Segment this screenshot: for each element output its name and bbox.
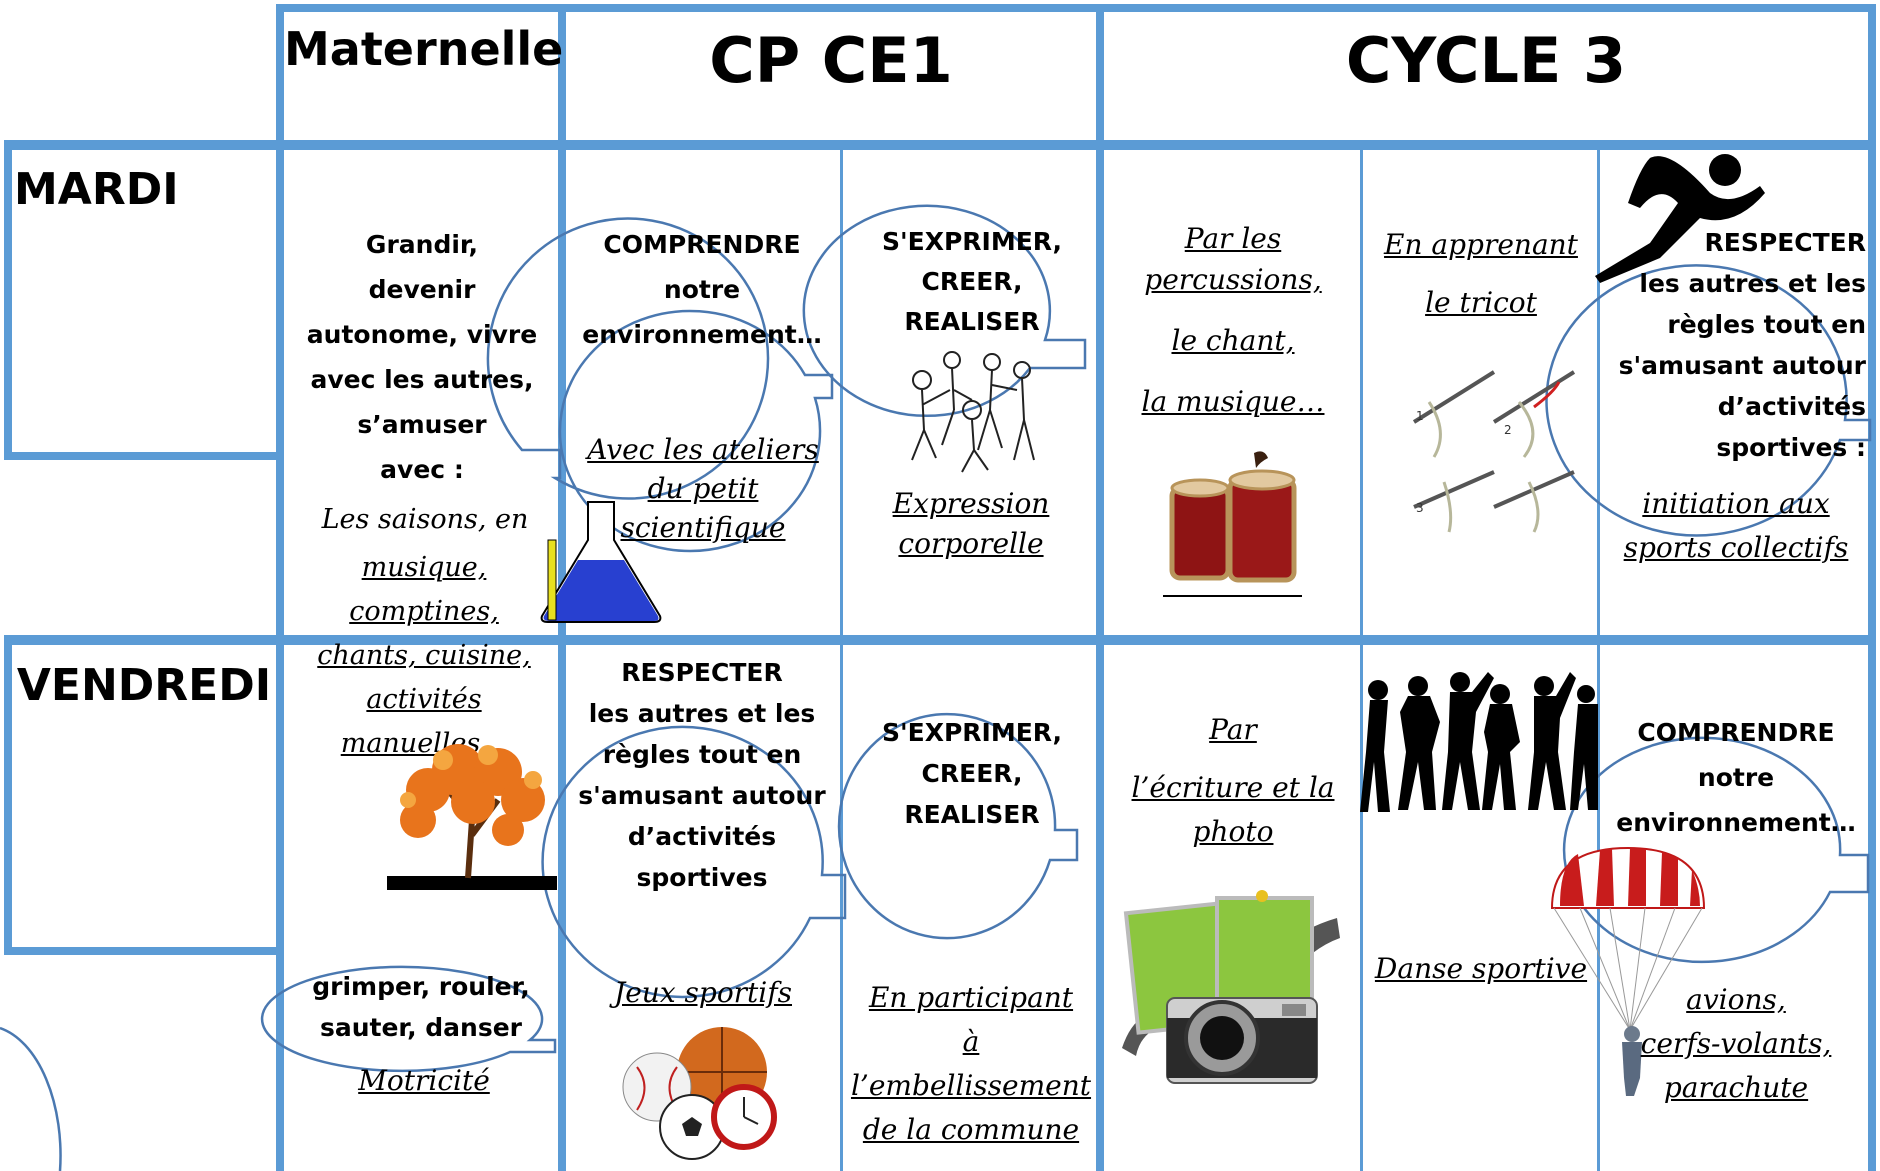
caption-line: corporelle <box>898 527 1044 560</box>
text-line: Par <box>1209 713 1257 746</box>
c3-mardi-sports-caption: initiation aux sports collectifs <box>1604 482 1868 570</box>
bubble-line: s'amusant autour <box>1618 351 1866 380</box>
c3-mardi-tricot-text: En apprenant le tricot <box>1366 216 1596 332</box>
bubble-line: s’amuser <box>357 410 487 439</box>
c3-mardi-percussions-text: Par les percussions, le chant, la musiqu… <box>1110 218 1356 422</box>
bubble-line: REALISER <box>904 307 1040 336</box>
activity-line: activités <box>366 684 482 715</box>
dancers-silhouettes-icon <box>1360 672 1598 812</box>
cp-vendredi-sexprimer-bubble: S'EXPRIMER, CREER, REALISER <box>862 712 1082 835</box>
activity-line: comptines, <box>349 596 499 627</box>
caption-line: de la commune <box>862 1113 1080 1146</box>
caption-line: En participant <box>868 981 1074 1014</box>
maternelle-motricite-caption: Motricité <box>358 1064 490 1097</box>
bubble-line: notre <box>1697 763 1775 792</box>
bubble-line: notre <box>663 275 741 304</box>
bongo-drums-icon <box>1169 451 1297 583</box>
caption-line: avions, <box>1686 983 1786 1016</box>
svg-text:3: 3 <box>1416 501 1424 515</box>
text-line: photo <box>1192 815 1274 848</box>
c3-mardi-respecter-bubble: RESPECTER les autres et les règles tout … <box>1604 222 1866 468</box>
caption-line: initiation aux <box>1642 487 1830 520</box>
bubble-line: d’activités <box>627 822 777 851</box>
caption-line: sports collectifs <box>1623 531 1849 564</box>
bubble-line: règles tout en <box>1667 310 1866 339</box>
bubble-line: COMPRENDRE <box>1637 718 1835 747</box>
header-maternelle: Maternelle <box>284 22 564 76</box>
caption-line: Avec les ateliers <box>587 433 819 466</box>
bubble-line: d’activités <box>1717 392 1866 421</box>
row-label-mardi: MARDI <box>14 164 179 215</box>
bubble-line: sportives <box>636 863 768 892</box>
knitting-steps-icon: 1 2 3 <box>1412 370 1576 533</box>
cp-vendredi-embellissement-caption: En participant à l’embellissement de la … <box>846 976 1096 1152</box>
bubble-line: sauter, danser <box>319 1013 523 1042</box>
laboratory-flask-icon <box>540 501 662 623</box>
text-line: le tricot <box>1425 286 1537 319</box>
text-line: En apprenant <box>1384 228 1578 261</box>
text-line: le chant, <box>1171 324 1295 357</box>
bubble-title: RESPECTER <box>1704 228 1866 257</box>
caption-line: scientifique <box>620 511 786 544</box>
header-cp-ce1: CP CE1 <box>709 24 953 97</box>
activity-line: musique, <box>361 552 487 583</box>
cp-vendredi-respecter-bubble: RESPECTER les autres et les règles tout … <box>566 652 838 898</box>
bubble-line: les autres et les <box>588 699 816 728</box>
svg-text:2: 2 <box>1504 423 1512 437</box>
bubble-line: CREER, <box>921 759 1023 788</box>
cp-mardi-comprendre-bubble: COMPRENDRE notre environnement… <box>574 222 830 357</box>
text-line: l’écriture et la <box>1131 771 1335 804</box>
c3-vendredi-danse-caption: Danse sportive <box>1374 952 1588 985</box>
dancing-children-icon <box>911 351 1035 473</box>
maternelle-activities: musique, comptines, chants, cuisine, act… <box>294 546 554 766</box>
parachute-icon <box>1550 846 1706 1096</box>
caption-line: parachute <box>1663 1071 1809 1104</box>
text-line: Par les <box>1184 222 1282 255</box>
bubble-line: environnement… <box>1616 808 1856 837</box>
bubble-line: S'EXPRIMER, <box>881 227 1063 256</box>
bubble-line: devenir <box>368 275 476 304</box>
maternelle-bubble-motricite: grimper, rouler, sauter, danser <box>286 966 556 1048</box>
bubble-line: avec : <box>380 455 464 484</box>
bubble-line: REALISER <box>904 800 1040 829</box>
camera-photos-icon <box>1122 890 1340 1084</box>
c3-vendredi-avions-caption: avions, cerfs-volants, parachute <box>1604 978 1868 1110</box>
header-cycle-3: CYCLE 3 <box>1345 24 1627 97</box>
caption-line: du petit <box>647 472 759 505</box>
autumn-tree-icon <box>400 744 545 879</box>
maternelle-bubble-grandir: Grandir, devenir autonome, vivre avec le… <box>292 222 552 492</box>
text-line: la musique… <box>1141 385 1325 418</box>
bubble-line: COMPRENDRE <box>603 230 801 259</box>
bubble-line: autonome, vivre <box>306 320 538 349</box>
bubble-line: S'EXPRIMER, <box>881 718 1063 747</box>
bubble-line: environnement… <box>582 320 822 349</box>
bubble-line: sportives : <box>1716 433 1866 462</box>
bubble-line: avec les autres, <box>310 365 534 394</box>
activity-line: chants, cuisine, <box>317 640 531 671</box>
bubble-line: les autres et les <box>1639 269 1866 298</box>
bubble-title: RESPECTER <box>621 658 783 687</box>
caption-line: l’embellissement <box>850 1069 1092 1102</box>
c3-vendredi-comprendre-bubble: COMPRENDRE notre environnement… <box>1604 710 1868 845</box>
text-line: percussions, <box>1144 263 1322 296</box>
c3-vendredi-photo-text: Par l’écriture et la photo <box>1110 708 1356 854</box>
runner-icon <box>1595 154 1765 283</box>
cp-mardi-expression-caption: Expression corporelle <box>846 484 1096 564</box>
caption-line: Expression <box>892 487 1050 520</box>
bubble-line: Grandir, <box>365 230 479 259</box>
caption-line: à <box>962 1025 980 1058</box>
bubble-line: grimper, rouler, <box>312 972 530 1001</box>
cp-vendredi-jeux-caption: Jeux sportifs <box>614 976 792 1009</box>
cp-mardi-ateliers-caption: Avec les ateliers du petit scientifique <box>570 430 836 547</box>
bubble-line: CREER, <box>921 267 1023 296</box>
bubble-line: règles tout en <box>602 740 802 769</box>
caption-line: cerfs-volants, <box>1640 1027 1832 1060</box>
svg-text:1: 1 <box>1416 409 1424 423</box>
maternelle-saisons-intro: Les saisons, en <box>321 504 529 535</box>
row-label-vendredi: VENDREDI <box>16 660 272 711</box>
sports-balls-icon <box>622 1027 777 1160</box>
bubble-line: s'amusant autour <box>578 781 826 810</box>
cp-mardi-sexprimer-bubble: S'EXPRIMER, CREER, REALISER <box>862 222 1082 342</box>
